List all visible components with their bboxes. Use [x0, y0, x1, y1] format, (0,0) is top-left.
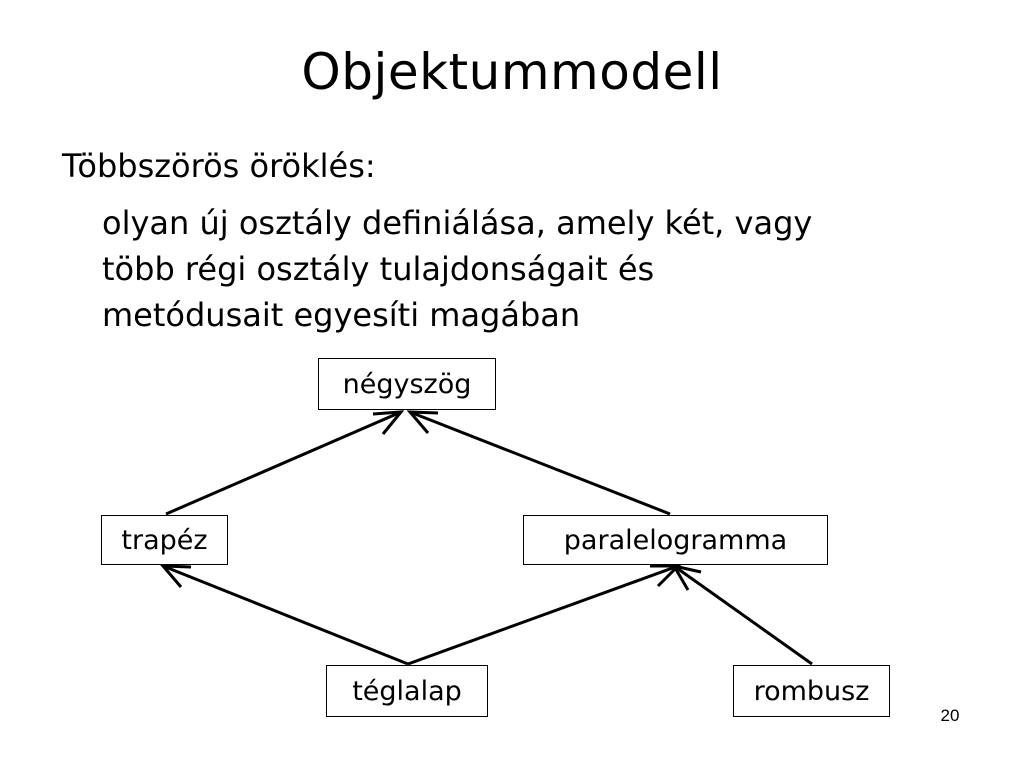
body-line: olyan új osztály definiálása, amely két,… — [102, 204, 813, 242]
body-line: több régi osztály tulajdonságait és — [102, 250, 655, 288]
slide-body-text: olyan új osztály definiálása, amely két,… — [102, 200, 982, 338]
edge-paralelogramma-to-negyszog — [406, 410, 671, 516]
node-teglalap: téglalap — [326, 665, 488, 717]
edge-rombusz-to-paralelogramma — [670, 563, 813, 666]
edge-teglalap-to-trapez — [159, 564, 409, 666]
slide-title: Objektummodell — [301, 43, 723, 101]
node-paralelogramma: paralelogramma — [523, 515, 828, 565]
node-negyszog: négyszög — [318, 358, 496, 410]
node-rombusz: rombusz — [733, 665, 890, 717]
edge-teglalap-to-paralelogramma — [407, 564, 682, 666]
slide-heading: Többszörös öröklés: — [62, 147, 376, 185]
edge-trapez-to-negyszog — [165, 410, 405, 516]
body-line: metódusait egyesíti magában — [102, 296, 581, 334]
node-trapez: trapéz — [101, 515, 228, 565]
page-number: 20 — [940, 706, 960, 725]
